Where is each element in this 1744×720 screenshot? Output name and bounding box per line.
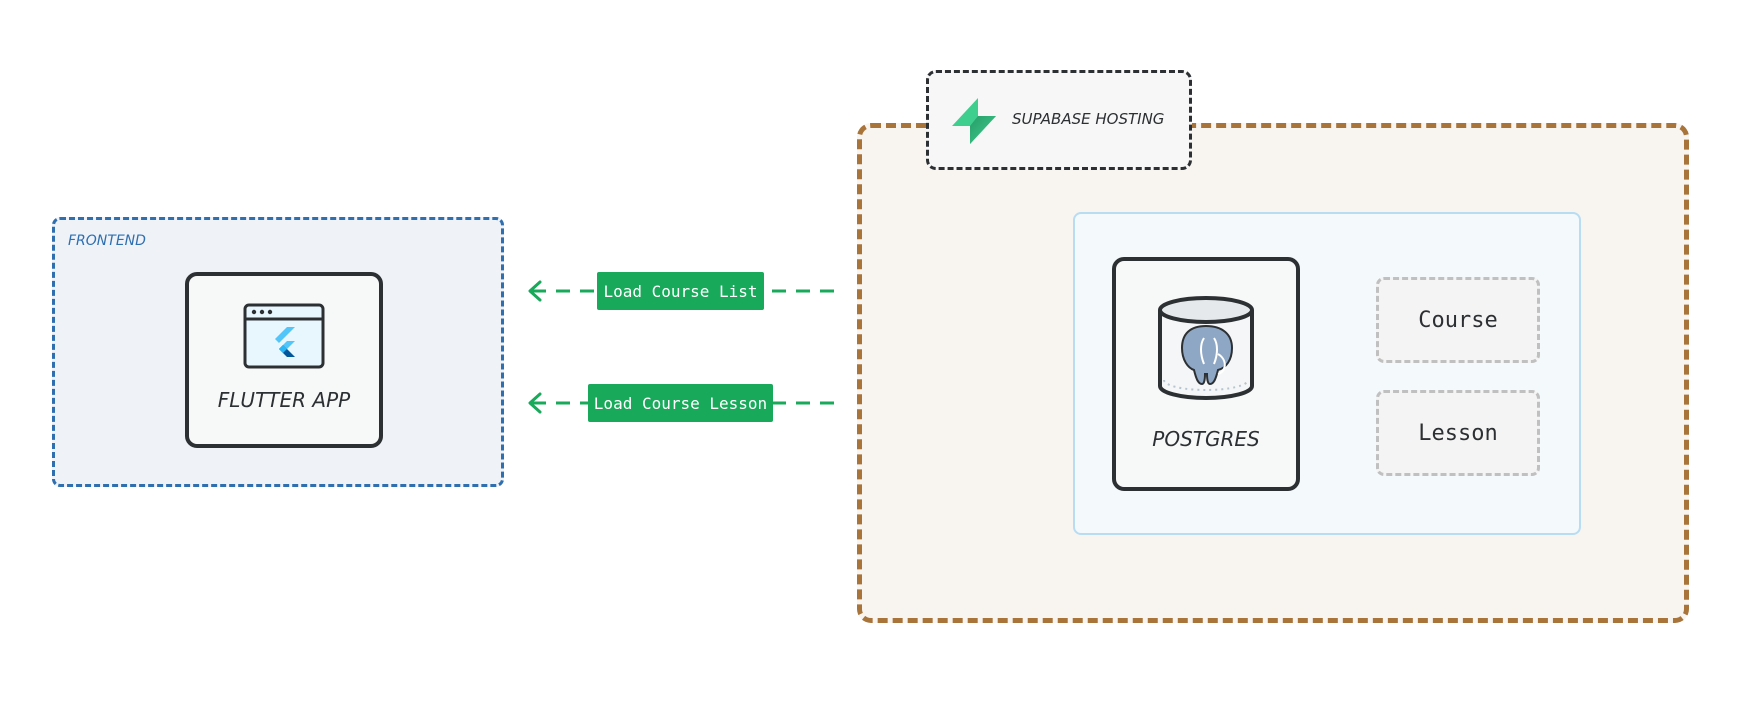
- flutter-browser-icon: [243, 303, 325, 369]
- edge-label-load-course-list: Load Course List: [597, 272, 764, 310]
- edge-label-load-course-lesson: Load Course Lesson: [588, 384, 773, 422]
- postgres-label: POSTGRES: [1152, 427, 1260, 451]
- flutter-app-label: FLUTTER APP: [217, 388, 351, 412]
- lesson-table-node[interactable]: Lesson: [1376, 390, 1540, 476]
- postgres-database-icon: [1158, 296, 1254, 400]
- course-table-node[interactable]: Course: [1376, 277, 1540, 363]
- supabase-logo-icon: [952, 98, 996, 144]
- supabase-hosting-label: SUPABASE HOSTING: [1012, 110, 1165, 128]
- frontend-group-label: FRONTEND: [68, 233, 146, 249]
